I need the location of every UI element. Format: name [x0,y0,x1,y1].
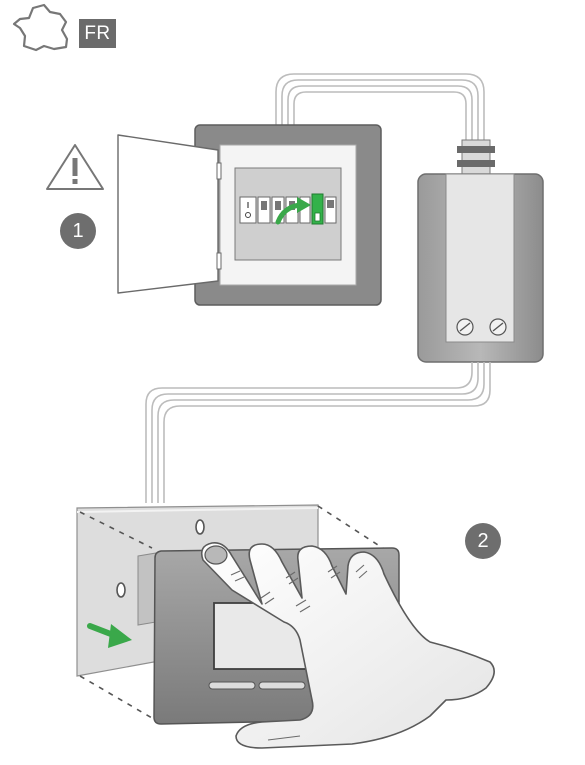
alignment-guides [79,505,401,719]
hand-illustration [200,541,495,749]
upper-cables [275,73,485,145]
cable-clamp [457,139,495,175]
warning-triangle-icon [46,144,104,190]
region-badge: FR [79,19,116,48]
green-arrow-icon [87,623,132,648]
breaker-panel [194,124,382,306]
panel-door [117,134,222,294]
breaker-row [239,193,337,225]
step-number-2: 2 [465,523,501,559]
france-map-icon [12,3,69,52]
lower-cables [145,362,491,503]
junction-box [417,173,544,363]
green-curved-arrow-icon [275,197,311,225]
step-number-1: 1 [60,213,96,249]
